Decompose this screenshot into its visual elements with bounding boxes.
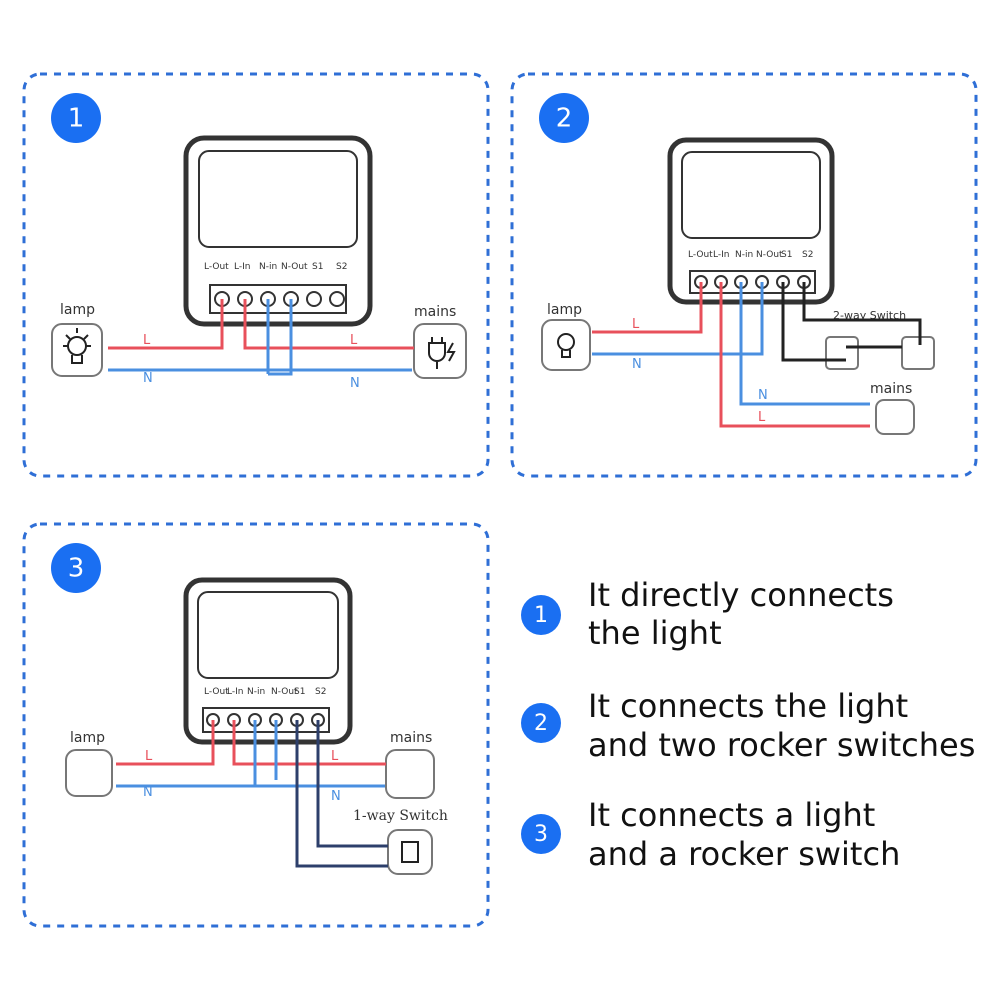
svg-text:S1: S1 [312, 262, 323, 272]
terminal-labels: L-Out L-In N-in N-Out S1 S2 [204, 687, 326, 697]
svg-text:L: L [143, 333, 151, 348]
panel-3-badge: 3 [51, 543, 101, 593]
svg-text:mains: mains [390, 730, 432, 746]
svg-text:It connects a light: It connects a light [588, 796, 875, 834]
panel-1-badge: 1 [51, 93, 101, 143]
svg-text:S2: S2 [802, 250, 813, 260]
lamp-icon [65, 749, 113, 797]
lamp-icon [51, 323, 103, 377]
svg-text:L: L [145, 749, 153, 764]
svg-text:mains: mains [870, 381, 912, 397]
svg-text:N: N [758, 388, 768, 403]
svg-text:1-way Switch: 1-way Switch [353, 808, 448, 824]
svg-text:lamp: lamp [70, 730, 105, 746]
svg-text:1: 1 [68, 104, 85, 134]
svg-text:L-Out: L-Out [204, 262, 229, 272]
svg-text:and a rocker switch: and a rocker switch [588, 835, 900, 873]
svg-text:N: N [143, 371, 153, 386]
legend-item-3: 3 It connects a light and a rocker switc… [521, 796, 900, 873]
svg-text:3: 3 [68, 554, 85, 584]
svg-text:N-in: N-in [259, 262, 277, 272]
terminal-labels: L-Out L-In N-in N-Out S1 S2 [204, 262, 347, 272]
svg-text:N: N [350, 376, 360, 391]
panel-2: L-Out L-In N-in N-Out S1 S2 lamp 2-way S… [541, 137, 935, 435]
panel-2-badge: 2 [539, 93, 589, 143]
svg-text:L-In: L-In [713, 250, 729, 260]
switch-icon [825, 336, 859, 370]
svg-text:S1: S1 [294, 687, 305, 697]
svg-text:N-in: N-in [735, 250, 753, 260]
svg-text:2: 2 [534, 711, 548, 736]
svg-text:L-Out: L-Out [204, 687, 229, 697]
svg-text:N-Out: N-Out [756, 250, 783, 260]
lamp-icon [541, 319, 591, 371]
svg-text:2: 2 [556, 104, 573, 134]
svg-text:1: 1 [534, 603, 548, 628]
panel-3: L-Out L-In N-in N-Out S1 S2 lamp mains 1… [65, 577, 448, 875]
terminal-labels: L-Out L-In N-in N-Out S1 S2 [688, 250, 813, 260]
legend-item-1: 1 It directly connects the light [521, 576, 894, 652]
svg-text:the light: the light [588, 614, 722, 652]
svg-text:N-Out: N-Out [271, 687, 298, 697]
legend: 1 It directly connects the light 2 It co… [521, 576, 975, 873]
svg-text:L-Out: L-Out [688, 250, 713, 260]
plug-icon [385, 749, 435, 799]
svg-text:S2: S2 [336, 262, 347, 272]
panel-1: L-Out L-In N-in N-Out S1 S2 lamp mains L [51, 135, 467, 391]
svg-text:3: 3 [534, 822, 548, 847]
panel-2-frame [510, 72, 978, 478]
switch-icon [901, 336, 935, 370]
svg-text:L: L [758, 410, 766, 425]
svg-text:L: L [350, 333, 358, 348]
svg-text:L-In: L-In [234, 262, 250, 272]
svg-text:It connects the light: It connects the light [588, 687, 908, 725]
svg-text:It directly connects: It directly connects [588, 576, 894, 614]
legend-item-2: 2 It connects the light and two rocker s… [521, 687, 975, 764]
svg-text:L: L [331, 749, 339, 764]
svg-text:N-Out: N-Out [281, 262, 308, 272]
svg-text:N: N [143, 785, 153, 800]
svg-text:N: N [331, 789, 341, 804]
svg-text:N: N [632, 357, 642, 372]
svg-text:L: L [632, 317, 640, 332]
svg-text:S2: S2 [315, 687, 326, 697]
svg-text:lamp: lamp [60, 302, 95, 318]
svg-text:S1: S1 [781, 250, 792, 260]
panel-3-frame [22, 522, 490, 928]
svg-text:mains: mains [414, 304, 456, 320]
svg-text:N-in: N-in [247, 687, 265, 697]
svg-text:L-In: L-In [227, 687, 243, 697]
svg-text:and two rocker switches: and two rocker switches [588, 726, 975, 764]
panel-1-frame [22, 72, 490, 478]
plug-icon [413, 323, 467, 379]
plug-icon [875, 399, 915, 435]
svg-text:lamp: lamp [547, 302, 582, 318]
